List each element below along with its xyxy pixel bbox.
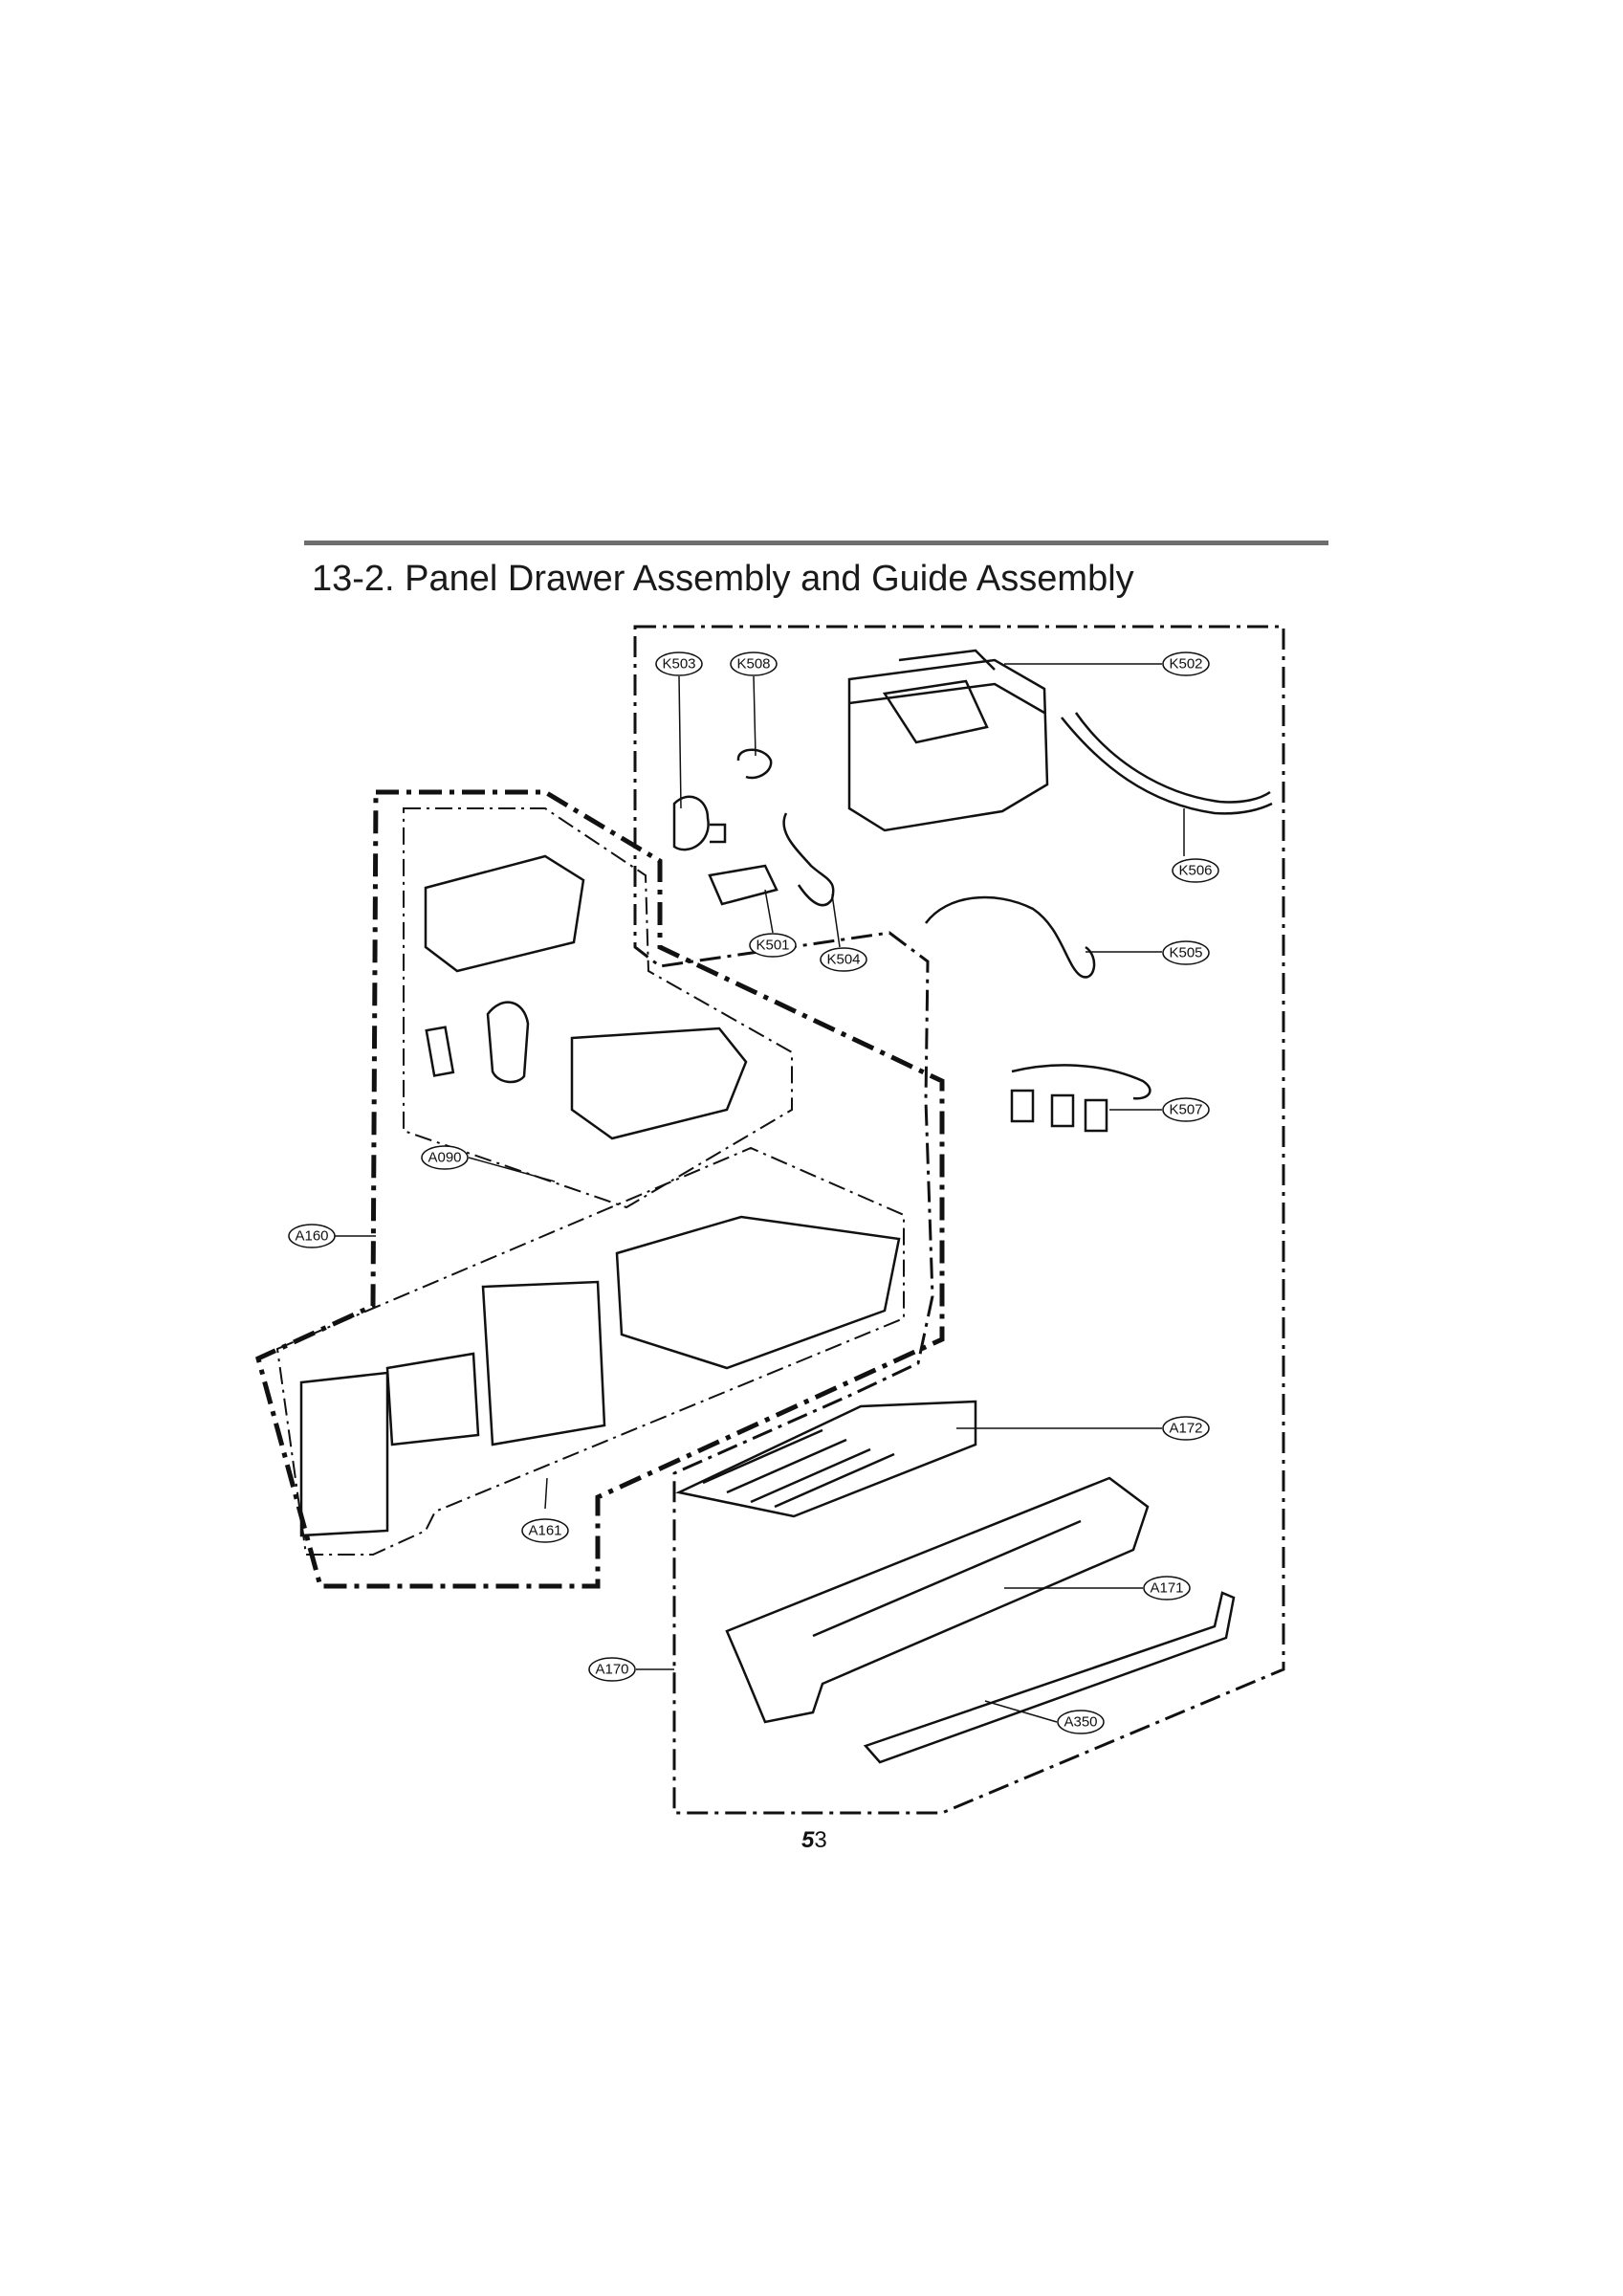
callout-k508: K508 (730, 651, 778, 676)
callouts: K503 K508 K502 K506 K501 K504 K505 K507 (288, 651, 1219, 1734)
callout-a161: A161 (521, 1518, 569, 1543)
callout-k502: K502 (1162, 651, 1210, 676)
a160-boundary (255, 789, 945, 1589)
svg-text:K504: K504 (826, 952, 860, 968)
callout-a170: A170 (588, 1657, 636, 1682)
svg-text:K502: K502 (1169, 656, 1202, 673)
svg-text:A090: A090 (428, 1150, 461, 1166)
page-title: 13-2. Panel Drawer Assembly and Guide As… (312, 559, 1134, 599)
callout-k506: K506 (1172, 858, 1219, 883)
svg-text:K503: K503 (662, 656, 695, 673)
callout-k504: K504 (820, 947, 867, 972)
callout-k507: K507 (1162, 1097, 1210, 1122)
header-rule (304, 541, 1328, 545)
callout-k501: K501 (749, 933, 797, 958)
svg-text:A160: A160 (295, 1228, 328, 1245)
svg-text:A171: A171 (1150, 1580, 1183, 1597)
svg-text:K508: K508 (736, 656, 770, 673)
callout-a090: A090 (421, 1145, 469, 1170)
callout-k503: K503 (655, 651, 703, 676)
svg-text:A350: A350 (1064, 1714, 1097, 1731)
a090-boundary (403, 807, 793, 1209)
svg-text:A172: A172 (1169, 1421, 1202, 1437)
svg-text:K506: K506 (1178, 863, 1212, 879)
page-number-bold: 5 (801, 1827, 815, 1853)
callout-a171: A171 (1143, 1576, 1191, 1601)
callout-a350: A350 (1057, 1710, 1105, 1734)
svg-text:A161: A161 (528, 1523, 561, 1539)
callout-a172: A172 (1162, 1416, 1210, 1441)
callout-k505: K505 (1162, 940, 1210, 965)
parts-artwork (299, 649, 1273, 1764)
svg-text:K501: K501 (756, 938, 789, 954)
page-number: 53 (801, 1827, 827, 1854)
svg-text:A170: A170 (595, 1662, 628, 1678)
a161-boundary (275, 1146, 905, 1556)
svg-text:K507: K507 (1169, 1102, 1202, 1118)
page-number-rest: 3 (814, 1827, 827, 1853)
callout-a160: A160 (288, 1224, 336, 1248)
svg-text:K505: K505 (1169, 945, 1202, 961)
leader-lines (335, 663, 1185, 1723)
guide-assembly-boundary (633, 625, 1285, 1815)
